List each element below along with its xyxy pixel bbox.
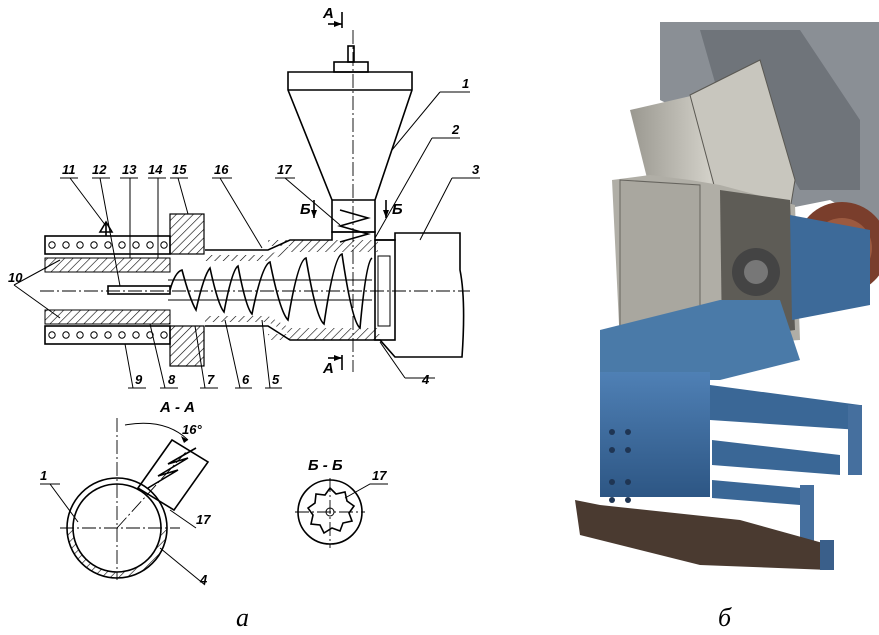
part-label-12: 12 — [92, 162, 107, 177]
part-label-14: 14 — [148, 162, 163, 177]
caption-a: а — [236, 603, 249, 632]
machine-photo — [575, 22, 879, 570]
heater-coil-dot — [118, 331, 126, 339]
caption-b: б — [718, 603, 732, 632]
part-label-9: 9 — [135, 372, 143, 387]
heater-coil-dot — [146, 241, 154, 249]
heater-coil-dot — [62, 331, 70, 339]
die-and-heater — [44, 213, 205, 367]
section-marks: А А Б Б — [300, 5, 403, 377]
leader-lines — [13, 91, 480, 389]
heater-coil-dot — [146, 331, 154, 339]
section-bb-title: Б - Б — [308, 457, 343, 474]
heater-coil-dot — [160, 331, 168, 339]
part-label-6: 6 — [242, 372, 250, 387]
heater-coil-dot — [90, 331, 98, 339]
part-label-8: 8 — [168, 372, 176, 387]
section-aa-label-1: 1 — [40, 468, 47, 483]
section-b-left-letter: Б — [300, 201, 311, 218]
part-label-1: 1 — [462, 76, 469, 91]
section-bb-detail: Б - Б 17 — [295, 457, 388, 548]
section-aa-title: А - А — [159, 399, 195, 416]
heater-coil-dot — [104, 241, 112, 249]
heater-coil-dot — [104, 331, 112, 339]
part-label-10: 10 — [8, 270, 23, 285]
section-b-right-letter: Б — [392, 201, 403, 218]
heater-coil-dot — [132, 241, 140, 249]
section-a-bottom-letter: А — [322, 360, 334, 377]
section-aa-label-17: 17 — [196, 512, 211, 527]
technical-drawing: А А Б Б — [8, 5, 480, 587]
heater-coil-dot — [48, 241, 56, 249]
heater-coil-dot — [76, 331, 84, 339]
heater-coil-dot — [62, 241, 70, 249]
section-bb-label-17: 17 — [372, 468, 387, 483]
section-aa-angle: 16° — [182, 422, 202, 437]
part-label-7: 7 — [207, 372, 215, 387]
section-aa-label-4: 4 — [199, 572, 208, 587]
heater-coil-dot — [118, 241, 126, 249]
heater-coil-dot — [90, 241, 98, 249]
section-aa-detail: А - А 16° 1 17 4 — [40, 399, 211, 587]
part-label-5: 5 — [272, 372, 280, 387]
heater-dots-bottom — [48, 331, 168, 339]
part-label-17: 17 — [277, 162, 292, 177]
part-label-13: 13 — [122, 162, 137, 177]
barrel — [205, 231, 465, 358]
part-label-4: 4 — [421, 372, 430, 387]
heater-coil-dot — [132, 331, 140, 339]
part-label-11: 11 — [62, 162, 76, 177]
heater-coil-dot — [48, 331, 56, 339]
part-number-labels: 1 2 3 4 5 6 7 8 9 10 11 12 13 14 15 16 1… — [8, 76, 480, 387]
part-label-16: 16 — [214, 162, 229, 177]
splined-bore — [306, 486, 356, 535]
heater-coil-dot — [160, 241, 168, 249]
part-label-3: 3 — [472, 162, 480, 177]
heater-dots-top — [48, 241, 168, 249]
part-label-15: 15 — [172, 162, 187, 177]
section-a-top-letter: А — [322, 5, 334, 22]
screw-auger — [107, 253, 373, 330]
heater-coil-dot — [76, 241, 84, 249]
part-label-2: 2 — [451, 122, 460, 137]
